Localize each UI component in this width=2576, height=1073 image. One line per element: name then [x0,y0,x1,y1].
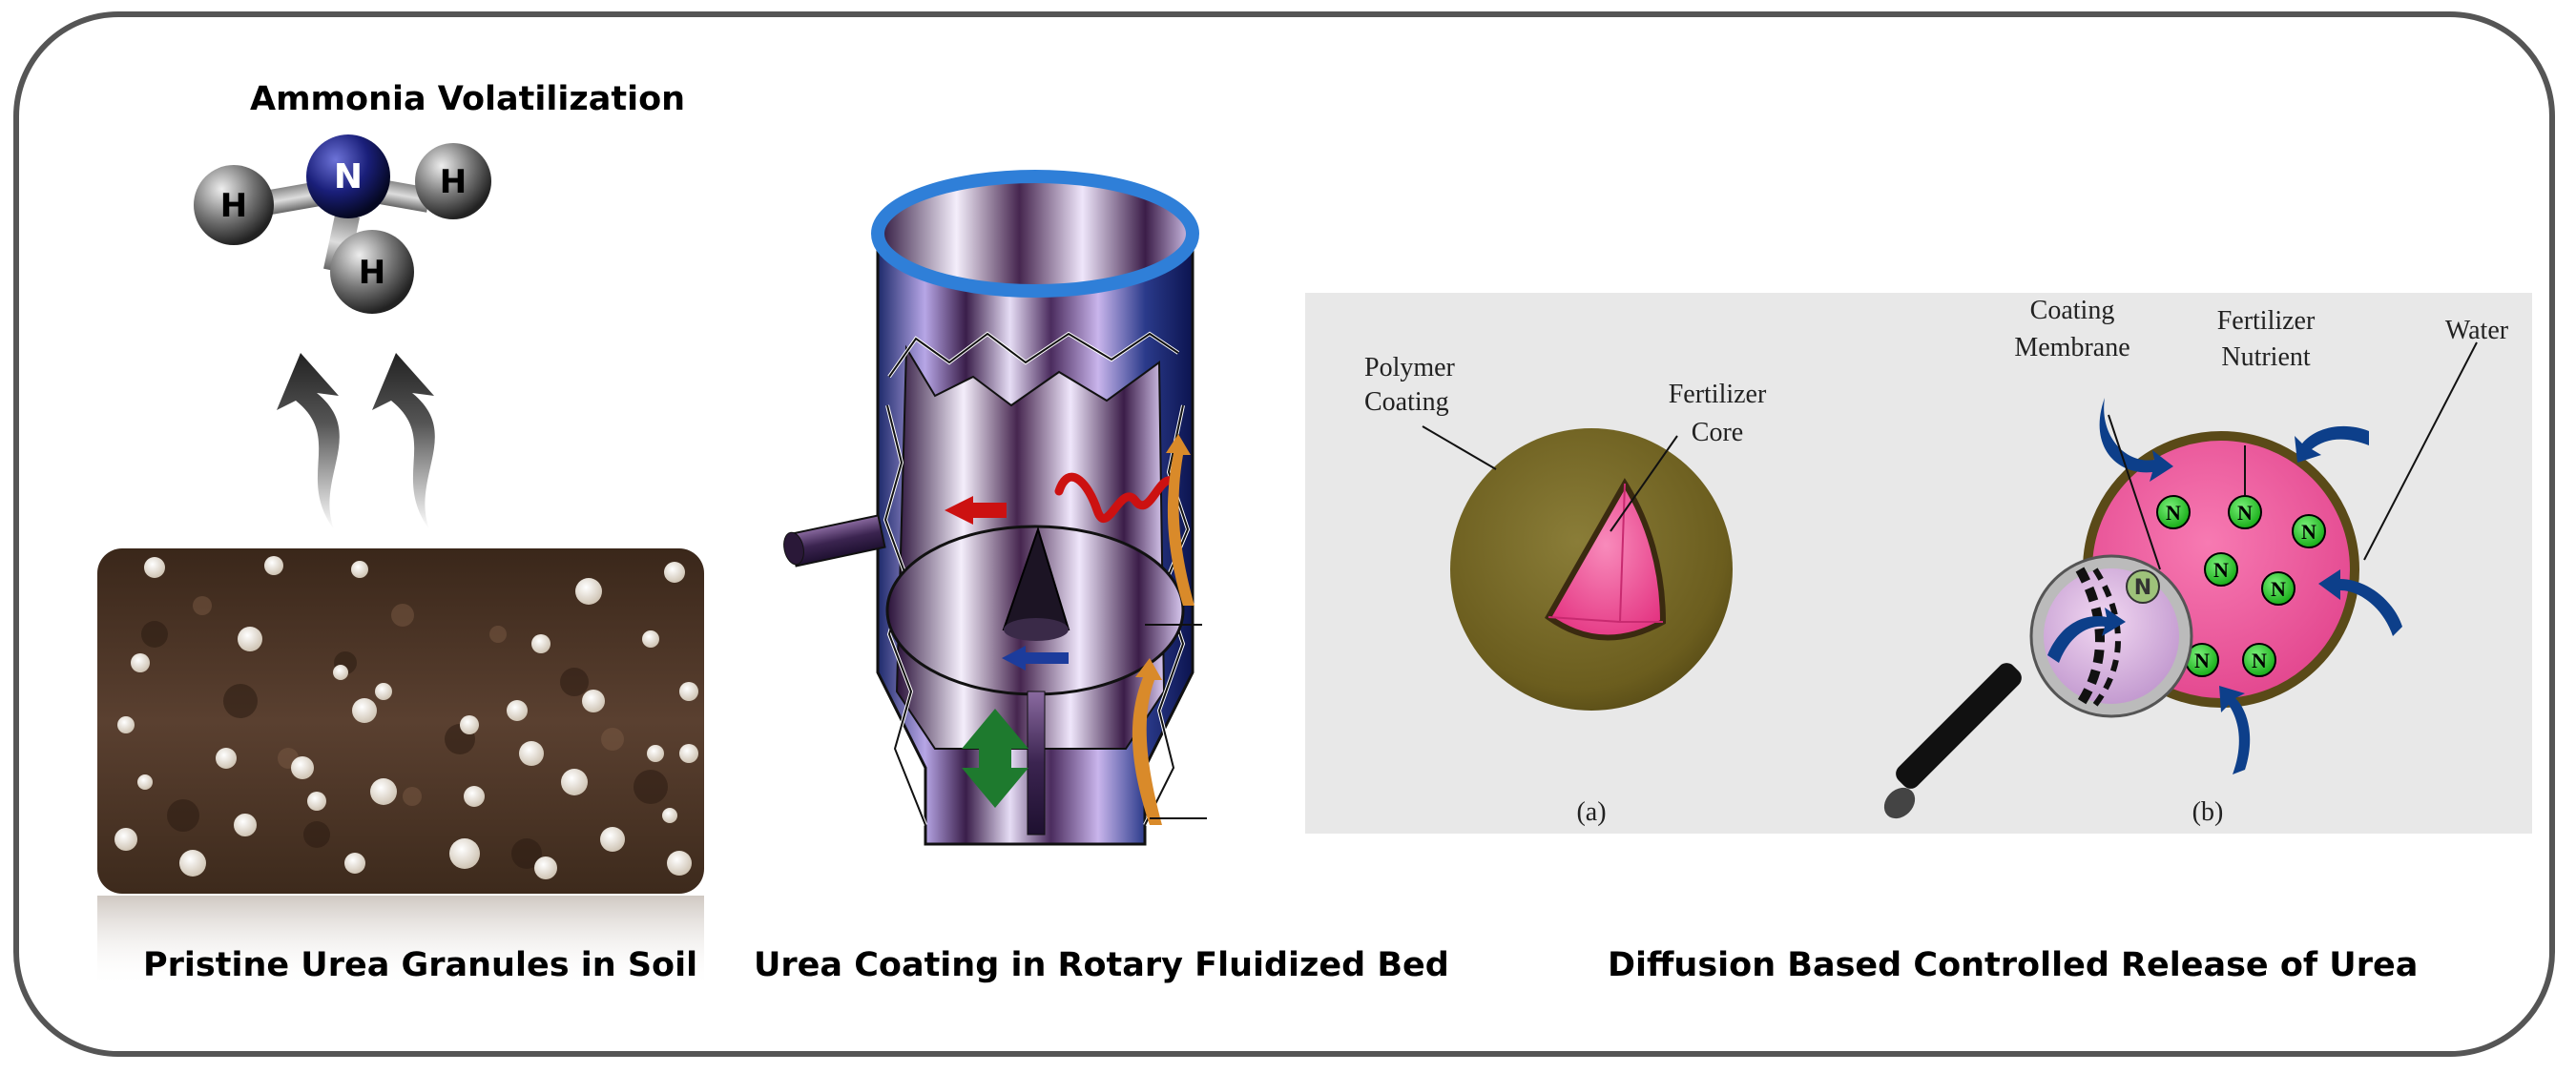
hydrogen-atom-2 [415,143,491,219]
red-arrow [945,496,1007,525]
orange-flow-arrow-2 [1166,434,1195,606]
label-polymer-2: Coating [1364,387,1449,417]
orange-flow-arrow-1 [1132,658,1162,825]
label-nutrient-2: Nutrient [2221,342,2311,372]
blue-rotation-arrow [1002,646,1069,671]
label-core-1: Fertilizer [1669,380,1767,409]
h3-label: H [359,254,385,292]
cylinder-rim [871,170,1199,298]
label-core-2: Core [1692,418,1743,447]
red-wavy-particle [1054,472,1178,523]
n-lens: N [2134,576,2151,600]
n-4: N [2213,558,2229,582]
fluidized-bed-caption: Urea Coating in Rotary Fluidized Bed [754,946,1449,984]
up-arrow-right [372,353,435,529]
n-6: N [2194,649,2210,672]
n-3: N [2301,520,2316,544]
n-2: N [2237,501,2253,525]
sub-label-b: (b) [2192,797,2224,827]
label-nutrient-1: Fertilizer [2217,306,2316,336]
ammonia-volatilization-title: Ammonia Volatilization [250,80,686,118]
h2-label: H [440,163,467,201]
n-label: N [334,157,363,196]
magnifier-handle [1896,663,2022,789]
label-membrane-1: Coating [2030,296,2115,325]
hydrogen-atom-1 [194,165,274,245]
label-polymer-1: Polymer [1364,353,1456,382]
ammonia-molecule: H H H N [194,134,491,314]
h1-label: H [220,187,247,225]
n-5: N [2271,577,2286,601]
n-1: N [2166,501,2181,525]
n-7: N [2252,649,2267,672]
controlled-release-caption: Diffusion Based Controlled Release of Ur… [1608,946,2419,984]
hydrogen-atom-3 [330,230,414,314]
nitrogen-atom [306,134,390,218]
label-membrane-2: Membrane [2014,333,2129,362]
side-inlet-pipe [788,514,886,567]
sub-label-a: (a) [1576,797,1606,827]
upward-arrows [277,353,435,529]
green-double-arrow [962,709,1028,808]
soil-photo [97,548,704,987]
fluidized-bed-illustration [783,170,1207,846]
controlled-release-diagram: Polymer Coating Fertilizer Core (a) N N … [1305,293,2532,834]
up-arrow-left [277,353,340,529]
label-water: Water [2445,316,2509,345]
soil-caption: Pristine Urea Granules in Soil [143,946,698,984]
